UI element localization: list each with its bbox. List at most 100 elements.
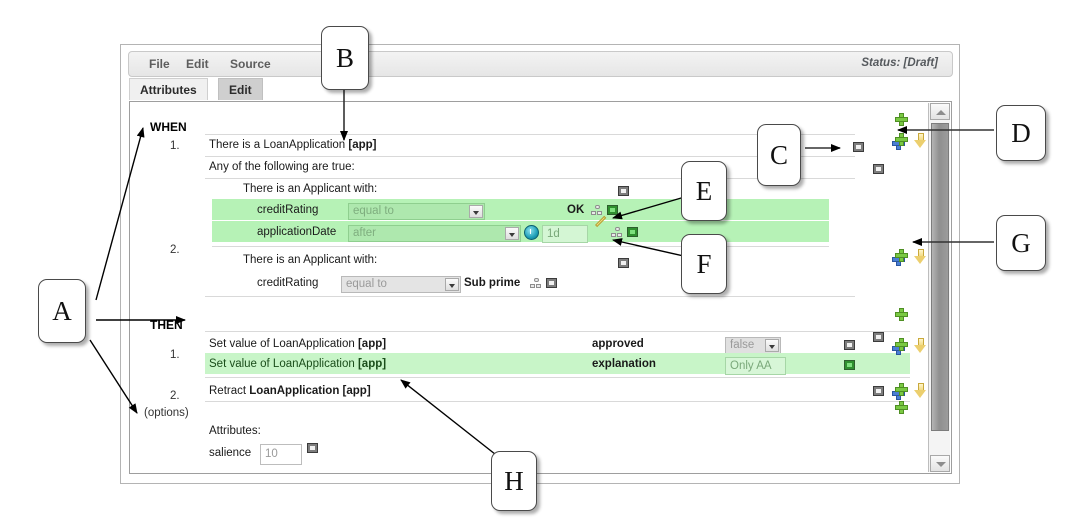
when-composite-any-of[interactable]: Any of the following are true: bbox=[209, 161, 355, 173]
then-action-1[interactable]: Set value of LoanApplication [app] bbox=[209, 338, 386, 350]
callout-B: B bbox=[321, 26, 369, 90]
plus-below-icon[interactable] bbox=[892, 133, 909, 150]
callout-G: G bbox=[996, 215, 1046, 271]
pencil-icon[interactable] bbox=[594, 215, 608, 238]
callout-H-label: H bbox=[504, 466, 524, 496]
callout-A: A bbox=[38, 279, 86, 343]
constraint-2-operator-value: after bbox=[353, 227, 377, 239]
then-action-3-binding: LoanApplication [app] bbox=[249, 385, 371, 397]
rule-editor-canvas: WHEN 1. 2. There is a LoanApplication [a… bbox=[129, 101, 952, 474]
when-row-number-2: 2. bbox=[170, 244, 180, 256]
remove-square-icon[interactable] bbox=[546, 278, 557, 288]
remove-square-icon[interactable] bbox=[844, 360, 855, 370]
callout-E: E bbox=[681, 161, 727, 221]
arrow-down-icon[interactable] bbox=[914, 249, 927, 264]
status-badge: Status: [Draft] bbox=[861, 57, 938, 69]
constraint-1-field: creditRating bbox=[257, 204, 319, 216]
menu-item-source[interactable]: Source bbox=[230, 57, 271, 71]
salience-input[interactable]: 10 bbox=[260, 444, 302, 465]
plus-icon[interactable] bbox=[895, 401, 908, 414]
remove-square-icon[interactable] bbox=[618, 258, 629, 268]
remove-square-icon[interactable] bbox=[627, 227, 638, 237]
constraint-3-operator-select[interactable]: equal to bbox=[341, 276, 461, 293]
tab-attributes[interactable]: Attributes bbox=[129, 78, 208, 100]
when-row-number-1: 1. bbox=[170, 140, 180, 152]
when-pattern-applicant-1[interactable]: There is an Applicant with: bbox=[243, 183, 378, 195]
when-pattern-1-binding: [app] bbox=[348, 139, 377, 151]
callout-G-label: G bbox=[1011, 228, 1031, 258]
arrow-down-icon[interactable] bbox=[914, 133, 927, 148]
plus-icon[interactable] bbox=[895, 308, 908, 321]
then-action-2-value-input[interactable]: Only AA bbox=[725, 357, 786, 375]
chevron-down-icon[interactable] bbox=[765, 339, 779, 352]
when-pattern-1-text: There is a LoanApplication bbox=[209, 139, 349, 151]
bind-variable-icon[interactable] bbox=[591, 205, 603, 216]
then-action-1-field: approved bbox=[592, 338, 644, 350]
scroll-up-arrow-icon[interactable] bbox=[930, 103, 950, 120]
when-pattern-1[interactable]: There is a LoanApplication [app] bbox=[209, 139, 376, 151]
callout-C-label: C bbox=[769, 140, 788, 170]
constraint-1-operator-select[interactable]: equal to bbox=[348, 203, 485, 220]
chevron-down-icon[interactable] bbox=[469, 205, 483, 218]
bind-variable-icon[interactable] bbox=[530, 278, 542, 289]
then-action-2-text: Set value of LoanApplication bbox=[209, 358, 358, 370]
divider bbox=[205, 401, 910, 402]
plus-below-icon[interactable] bbox=[892, 338, 909, 355]
remove-square-icon[interactable] bbox=[853, 142, 864, 152]
divider bbox=[205, 178, 855, 179]
constraint-1-operator-value: equal to bbox=[353, 205, 394, 217]
clock-icon[interactable] bbox=[524, 225, 539, 240]
plus-icon[interactable] bbox=[895, 113, 908, 126]
menu-bar: File Edit Source Status: [Draft] bbox=[128, 51, 953, 77]
when-pattern-applicant-2[interactable]: There is an Applicant with: bbox=[243, 254, 378, 266]
plus-below-icon[interactable] bbox=[892, 383, 909, 400]
then-action-3[interactable]: Retract LoanApplication [app] bbox=[209, 385, 371, 397]
scroll-down-arrow-icon[interactable] bbox=[930, 455, 950, 472]
callout-D-label: D bbox=[1011, 118, 1031, 148]
chevron-down-icon[interactable] bbox=[445, 278, 459, 291]
callout-E-label: E bbox=[695, 176, 713, 206]
callout-A-label: A bbox=[52, 296, 72, 326]
vertical-scrollbar[interactable] bbox=[928, 103, 950, 472]
divider bbox=[205, 331, 910, 332]
remove-square-icon[interactable] bbox=[607, 205, 618, 215]
divider bbox=[205, 134, 855, 135]
menu-item-edit[interactable]: Edit bbox=[186, 57, 209, 71]
then-action-2-field: explanation bbox=[592, 358, 656, 370]
remove-square-icon[interactable] bbox=[844, 340, 855, 350]
callout-C: C bbox=[757, 124, 801, 186]
scrollbar-thumb[interactable] bbox=[931, 123, 949, 431]
remove-square-icon[interactable] bbox=[873, 386, 884, 396]
rule-editor-window: File Edit Source Status: [Draft] Attribu… bbox=[120, 44, 960, 484]
when-section-label: WHEN bbox=[150, 120, 187, 134]
menu-item-file[interactable]: File bbox=[149, 57, 170, 71]
remove-square-icon[interactable] bbox=[618, 186, 629, 196]
bind-variable-icon[interactable] bbox=[611, 227, 623, 238]
arrow-down-icon[interactable] bbox=[914, 383, 927, 398]
constraint-2-operator-select[interactable]: after bbox=[348, 225, 521, 242]
remove-square-icon[interactable] bbox=[307, 443, 318, 453]
constraint-2-field: applicationDate bbox=[257, 226, 337, 238]
callout-F-label: F bbox=[696, 249, 712, 279]
arrow-down-icon[interactable] bbox=[914, 338, 927, 353]
then-action-2[interactable]: Set value of LoanApplication [app] bbox=[209, 358, 386, 370]
then-action-1-value: false bbox=[730, 339, 755, 351]
options-label: (options) bbox=[144, 407, 189, 419]
constraint-1-value[interactable]: OK bbox=[567, 204, 585, 216]
callout-B-label: B bbox=[335, 43, 354, 73]
constraint-3-operator-value: equal to bbox=[346, 278, 387, 290]
then-action-1-binding: [app] bbox=[357, 338, 387, 350]
then-action-1-value-select[interactable]: false bbox=[725, 337, 781, 354]
attributes-title: Attributes: bbox=[209, 425, 261, 437]
remove-square-icon[interactable] bbox=[873, 164, 884, 174]
then-row-number-2: 2. bbox=[170, 390, 180, 402]
then-action-2-binding: [app] bbox=[357, 358, 387, 370]
divider bbox=[212, 246, 829, 247]
constraint-3-value[interactable]: Sub prime bbox=[464, 277, 521, 289]
remove-square-icon[interactable] bbox=[873, 332, 884, 342]
then-action-1-text: Set value of LoanApplication bbox=[209, 338, 358, 350]
constraint-2-value-input[interactable]: 1d bbox=[542, 225, 588, 243]
plus-below-icon[interactable] bbox=[892, 249, 909, 266]
chevron-down-icon[interactable] bbox=[505, 227, 519, 240]
tab-edit[interactable]: Edit bbox=[218, 78, 263, 100]
